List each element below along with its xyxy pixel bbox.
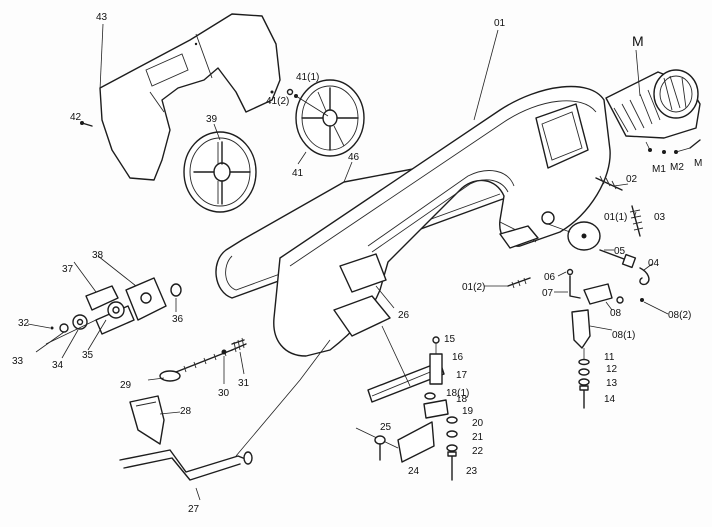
label-46: 46 — [348, 152, 360, 163]
bracket-06-07-08 — [566, 268, 644, 360]
guide-hardware-15-23 — [423, 336, 458, 481]
nut-30 — [221, 349, 227, 355]
label-M3: M — [694, 158, 702, 169]
label-41-1: 41(1) — [296, 72, 319, 83]
label-31: 31 — [238, 378, 250, 389]
spring-31 — [231, 337, 247, 353]
rod-29 — [159, 349, 233, 382]
label-18-1: 18(1) — [446, 388, 469, 399]
wheel-39 — [183, 131, 257, 213]
label-19: 19 — [462, 406, 474, 417]
label-01-2: 01(2) — [462, 282, 485, 293]
label-15: 15 — [444, 334, 456, 345]
bolt-05 — [599, 249, 637, 269]
label-29: 29 — [120, 380, 132, 391]
label-03: 03 — [654, 212, 666, 223]
label-12: 12 — [606, 364, 618, 375]
label-26: 26 — [398, 310, 410, 321]
label-36: 36 — [172, 314, 184, 325]
label-01: 01 — [494, 18, 506, 29]
fastener-stack-11-14 — [578, 358, 590, 409]
label-33: 33 — [12, 356, 24, 367]
label-41-2: 41(2) — [266, 96, 289, 107]
guide-bar-17 — [367, 325, 445, 403]
label-21: 21 — [472, 432, 484, 443]
label-24: 24 — [408, 466, 420, 477]
label-06: 06 — [544, 272, 556, 283]
plate-24 — [355, 421, 435, 463]
wheel-41 — [295, 79, 365, 157]
label-39: 39 — [206, 114, 218, 125]
label-01-1: 01(1) — [604, 212, 627, 223]
handle-27 — [119, 339, 331, 501]
label-11: 11 — [604, 352, 615, 363]
motor-M — [605, 49, 701, 139]
label-08-2: 08(2) — [668, 310, 691, 321]
label-38: 38 — [92, 250, 104, 261]
blade-guard-cover-43 — [99, 13, 281, 181]
blade-guide-assembly-37-38 — [45, 277, 182, 345]
label-16: 16 — [452, 352, 464, 363]
label-M1: M1 — [652, 164, 666, 175]
label-41: 41 — [292, 168, 304, 179]
label-27: 27 — [188, 504, 200, 515]
bracket-28 — [129, 395, 165, 445]
label-25: 25 — [380, 422, 392, 433]
wheel-fasteners-41 — [286, 88, 329, 117]
label-M: M — [632, 33, 644, 49]
label-42: 42 — [70, 112, 82, 123]
label-28: 28 — [180, 406, 192, 417]
part-labels: 43 01 42 39 41(1) 41(2) 41 46 M M1 M2 M … — [12, 12, 702, 515]
label-05: 05 — [614, 246, 626, 257]
label-34: 34 — [52, 360, 64, 371]
label-14: 14 — [604, 394, 616, 405]
leader-lines — [27, 23, 669, 415]
label-30: 30 — [218, 388, 230, 399]
blade-guide-26 — [375, 285, 395, 309]
label-22: 22 — [472, 446, 484, 457]
motor-screws-M1-M2 — [645, 139, 701, 154]
label-M2: M2 — [670, 162, 684, 173]
label-08-1: 08(1) — [612, 330, 635, 341]
knob-25 — [374, 435, 386, 461]
screw-42 — [80, 121, 93, 127]
label-43: 43 — [96, 12, 108, 23]
disc-01-1 — [547, 221, 601, 251]
label-23: 23 — [466, 466, 478, 477]
label-04: 04 — [648, 258, 660, 269]
label-32: 32 — [18, 318, 30, 329]
label-13: 13 — [606, 378, 618, 389]
clip-04 — [639, 267, 650, 286]
label-18: 18 — [456, 394, 468, 405]
label-35: 35 — [82, 350, 94, 361]
spring-03 — [629, 205, 644, 237]
bolt-01-2 — [507, 277, 531, 289]
pin-02 — [595, 175, 623, 191]
label-02: 02 — [626, 174, 638, 185]
label-17: 17 — [456, 370, 468, 381]
label-20: 20 — [472, 418, 484, 429]
label-37: 37 — [62, 264, 74, 275]
frame-01 — [273, 85, 611, 357]
label-07: 07 — [542, 288, 554, 299]
label-08: 08 — [610, 308, 622, 319]
